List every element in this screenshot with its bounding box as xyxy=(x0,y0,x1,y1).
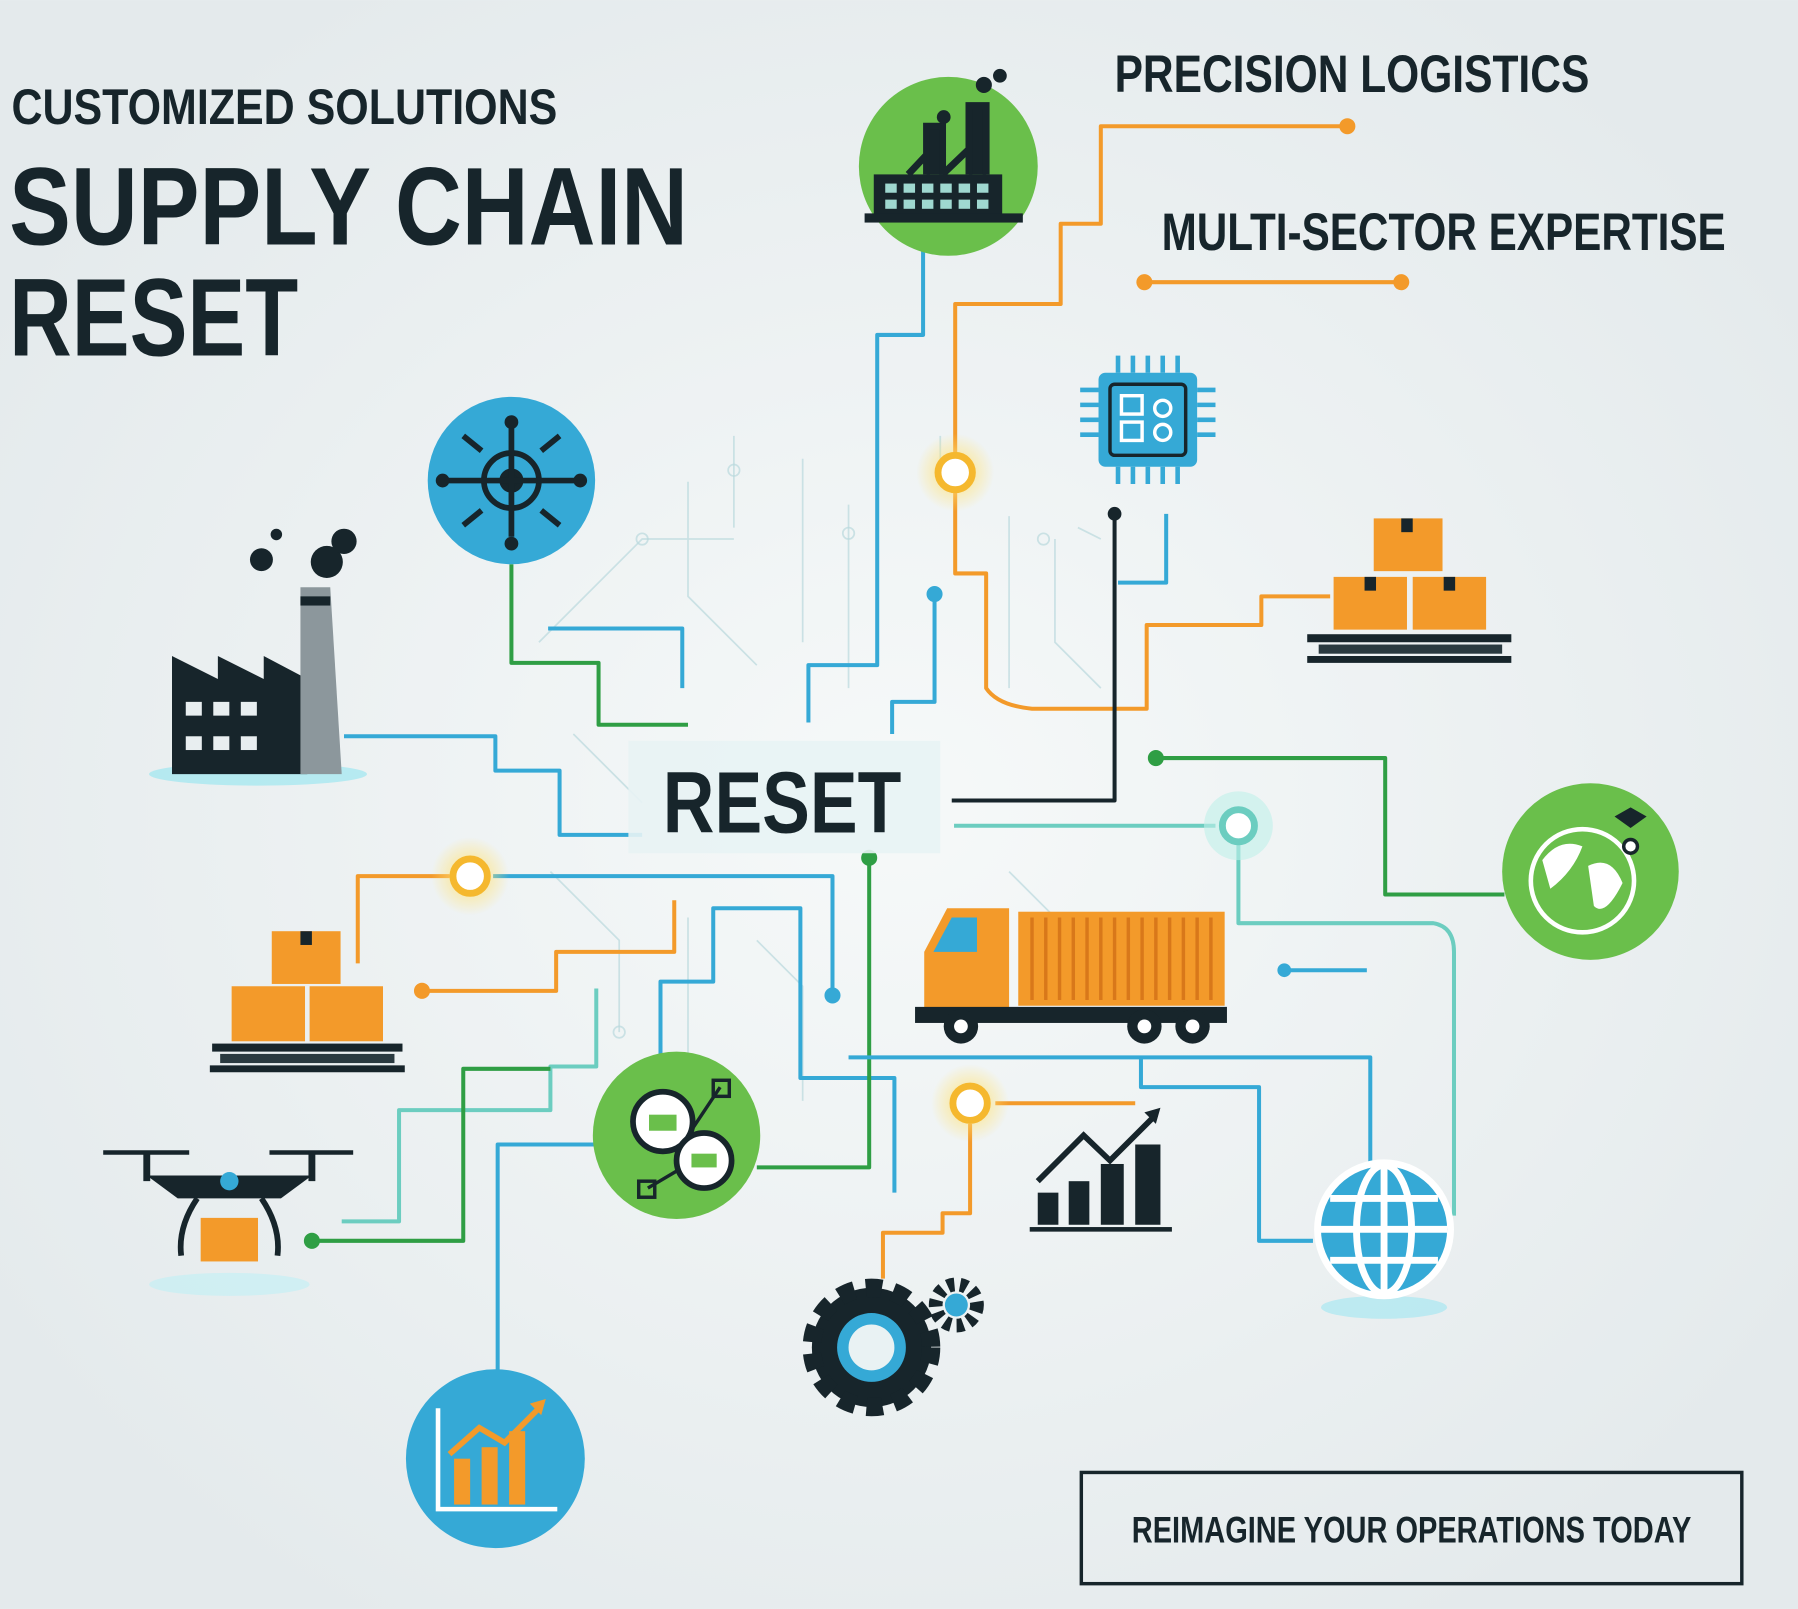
globe-blue-icon xyxy=(1314,1159,1454,1319)
factory-left-icon xyxy=(149,528,367,786)
connector-lines xyxy=(303,118,1505,1371)
growth-chart-icon xyxy=(405,1369,585,1549)
cta-button[interactable]: REIMAGINE YOUR OPERATIONS TODAY xyxy=(1079,1470,1744,1586)
truck-icon xyxy=(915,908,1227,1044)
eyebrow-heading: CUSTOMIZED SOLUTIONS xyxy=(11,78,557,135)
callout-multi-sector-expertise: MULTI-SECTOR EXPERTISE xyxy=(1162,203,1726,262)
factory-icon xyxy=(858,68,1038,256)
circuit-texture xyxy=(538,435,1102,1101)
bar-chart-icon xyxy=(1029,1107,1172,1232)
glow-nodes xyxy=(431,433,1273,1143)
callout-precision-logistics: PRECISION LOGISTICS xyxy=(1115,45,1590,104)
network-hub-icon xyxy=(427,396,596,565)
page-title-line2: RESET xyxy=(9,257,298,380)
pallet-boxes-left-icon xyxy=(209,931,405,1073)
drone-icon xyxy=(103,1150,354,1296)
cta-label[interactable]: REIMAGINE YOUR OPERATIONS TODAY xyxy=(1132,1509,1692,1550)
center-reset-panel: RESET xyxy=(628,740,941,854)
center-reset-label: RESET xyxy=(663,755,902,852)
gears-icon xyxy=(802,1277,984,1417)
globe-icon xyxy=(1502,783,1679,960)
pallet-boxes-icon xyxy=(1307,518,1512,663)
page-title-line1: SUPPLY CHAIN xyxy=(9,145,688,268)
gear-network-icon xyxy=(592,1051,761,1220)
chip-icon xyxy=(1080,355,1216,485)
